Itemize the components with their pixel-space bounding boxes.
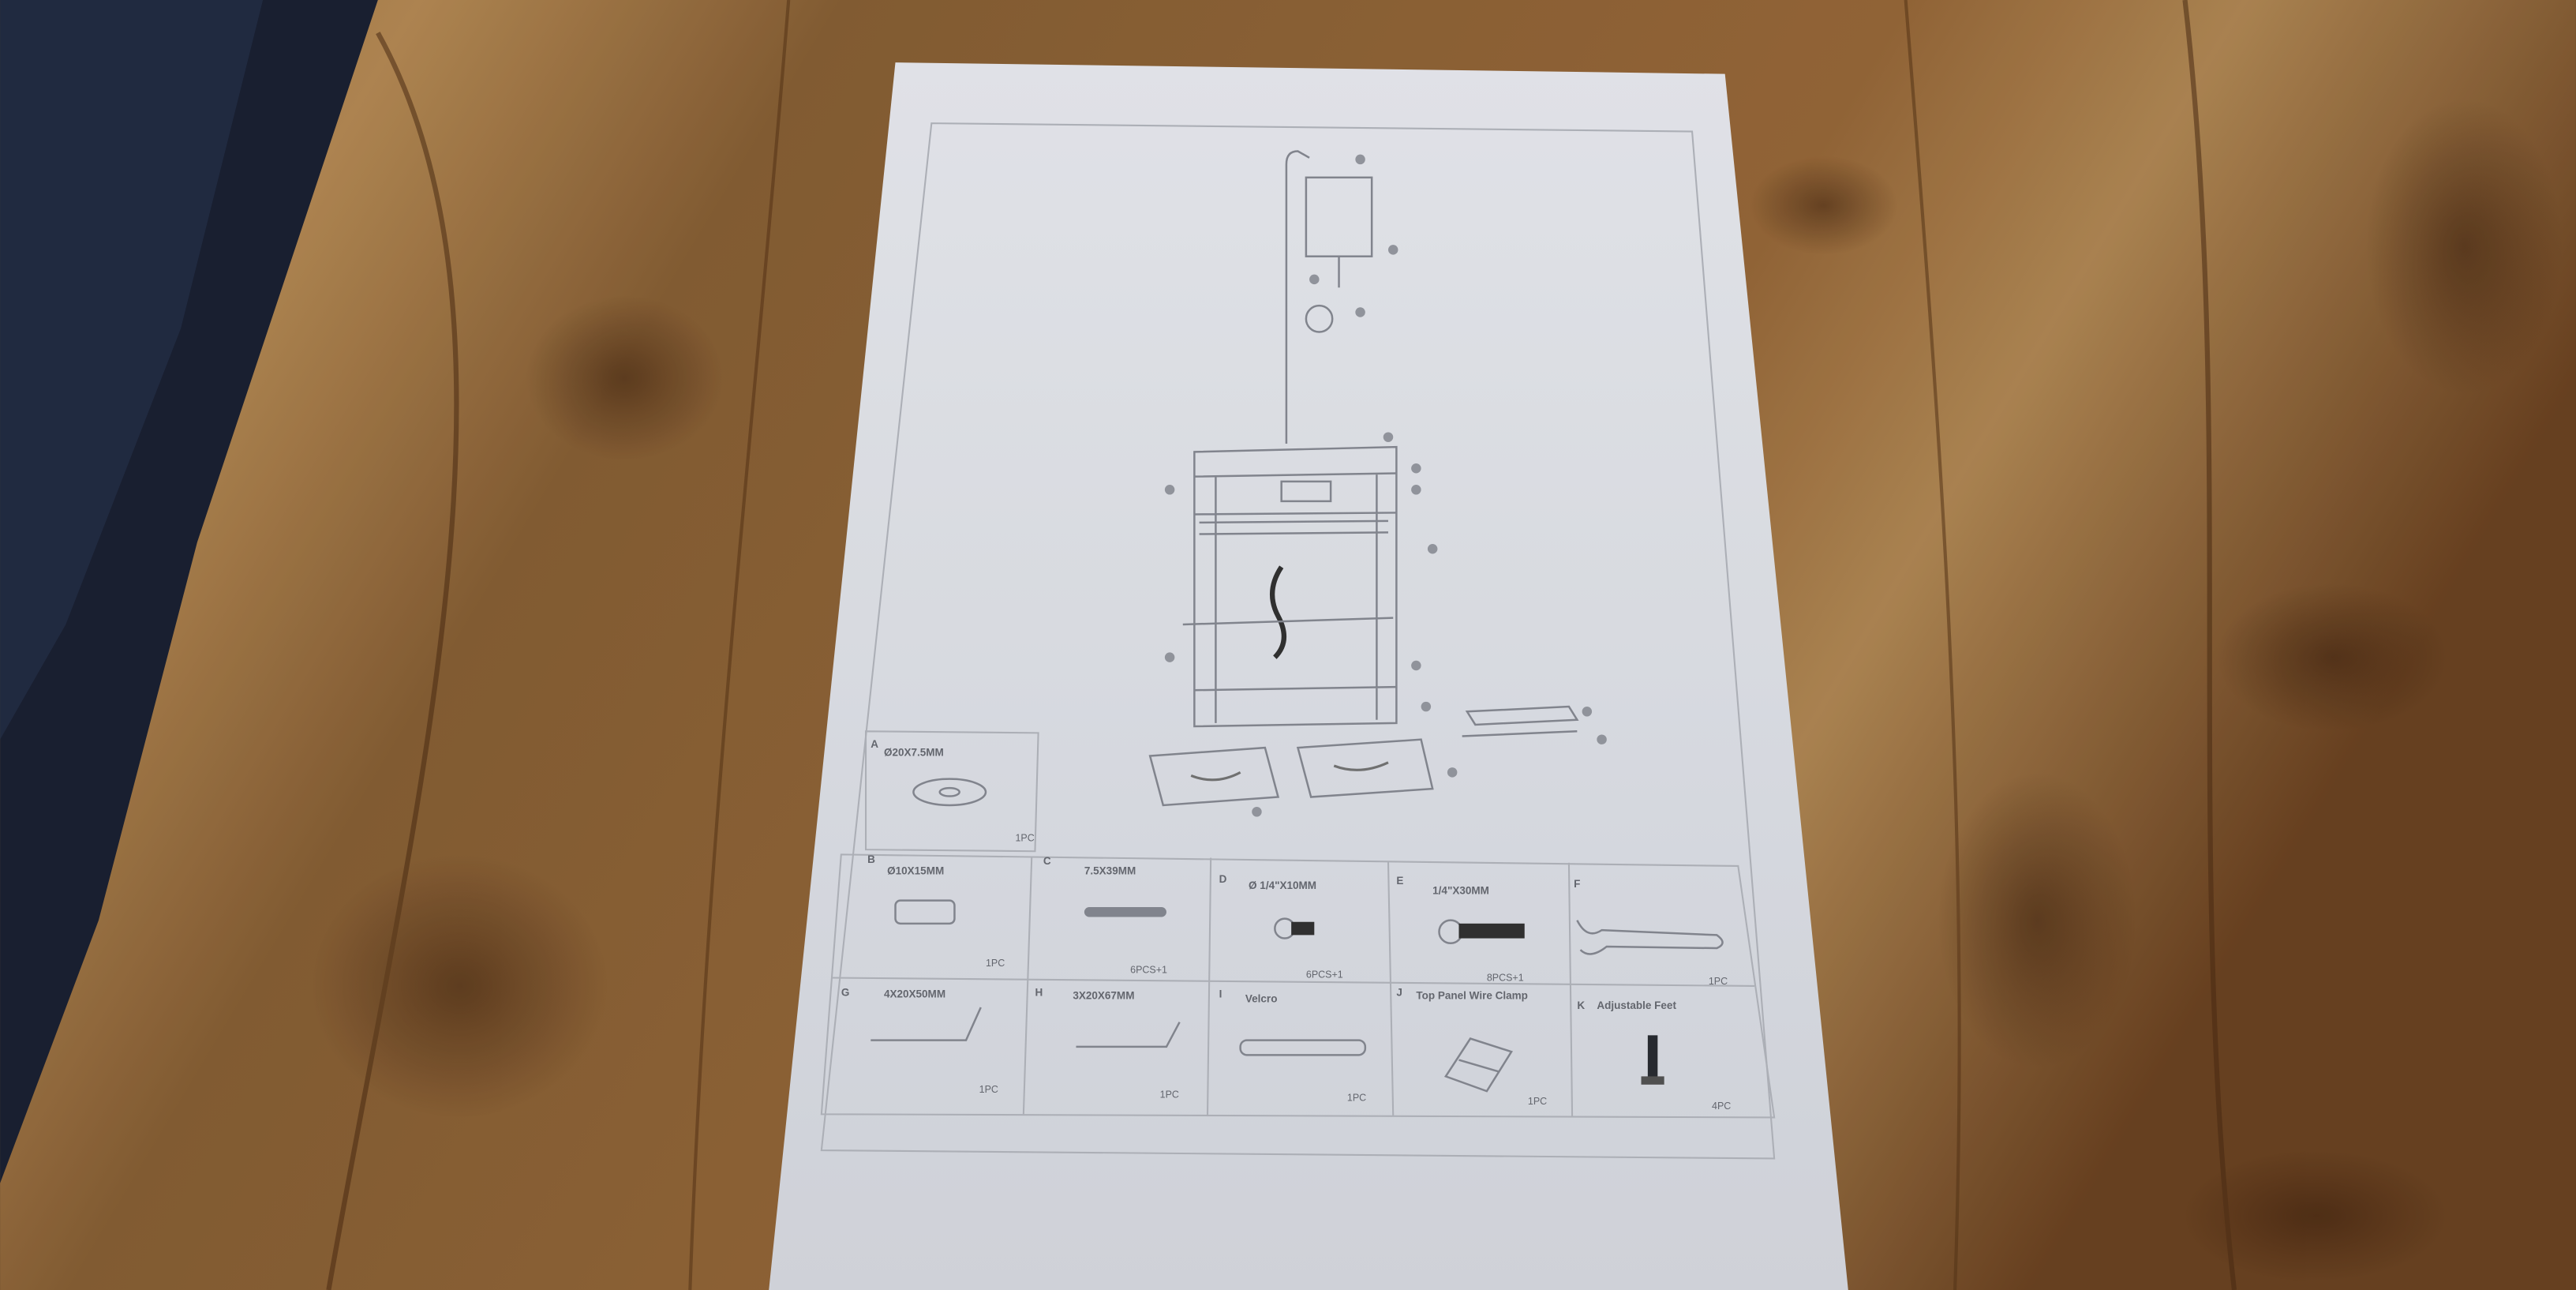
- part-qty: 1PC: [1709, 976, 1728, 987]
- part-spec: Adjustable Feet: [1597, 999, 1676, 1011]
- part-letter: J: [1396, 986, 1402, 998]
- instruction-sheet: A Ø20X7.5MM 1PC B Ø10X15MM 1PC C 7.5X39M…: [769, 62, 1848, 1290]
- part-spec: 7.5X39MM: [1084, 864, 1136, 876]
- part-D: D Ø 1/4"X10MM 6PCS+1: [1219, 873, 1343, 981]
- part-letter: G: [841, 986, 850, 998]
- part-qty: 4PC: [1712, 1101, 1731, 1112]
- allen-key-icon: [871, 1007, 982, 1041]
- part-qty: 1PC: [1160, 1089, 1179, 1100]
- part-G: G 4X20X50MM 1PC: [841, 986, 998, 1095]
- cam-lock-icon: [894, 899, 956, 925]
- part-spec: Velcro: [1245, 993, 1278, 1005]
- part-qty: 1PC: [1347, 1093, 1366, 1104]
- part-letter: I: [1219, 988, 1222, 999]
- exploded-furniture-diagram: [1148, 150, 1607, 817]
- part-spec: 3X20X67MM: [1073, 990, 1134, 1002]
- part-spec: Ø20X7.5MM: [884, 747, 944, 759]
- part-letter: K: [1577, 999, 1585, 1011]
- part-J: J Top Panel Wire Clamp 1PC: [1396, 986, 1547, 1106]
- short-bolt-icon: [1274, 917, 1315, 939]
- part-qty: 6PCS+1: [1130, 964, 1167, 975]
- part-letter: A: [871, 738, 878, 750]
- adjustable-foot-icon: [1641, 1035, 1664, 1085]
- part-qty: 8PCS+1: [1487, 973, 1524, 984]
- part-qty: 1PC: [986, 958, 1005, 969]
- dowel-icon: [1084, 907, 1166, 917]
- part-C: C 7.5X39MM 6PCS+1: [1043, 855, 1167, 975]
- part-qty: 6PCS+1: [1306, 969, 1343, 981]
- part-letter: H: [1035, 986, 1043, 998]
- part-letter: D: [1219, 873, 1227, 885]
- part-letter: F: [1574, 878, 1580, 890]
- part-H: H 3X20X67MM 1PC: [1035, 986, 1181, 1100]
- part-letter: E: [1396, 875, 1403, 887]
- page-border: [820, 122, 1776, 1160]
- part-letter: C: [1043, 855, 1051, 867]
- part-F: F 1PC: [1574, 878, 1728, 987]
- long-bolt-icon: [1438, 919, 1525, 945]
- part-letter: B: [867, 853, 875, 865]
- part-spec: Ø10X15MM: [887, 864, 944, 876]
- part-K: K Adjustable Feet 4PC: [1577, 999, 1731, 1112]
- wrench-icon: [1576, 920, 1724, 955]
- velcro-strap-icon: [1239, 1039, 1367, 1056]
- part-spec: 1/4"X30MM: [1432, 884, 1489, 896]
- part-spec: 4X20X50MM: [884, 988, 945, 999]
- wire-clamp-icon: [1443, 1037, 1513, 1093]
- parts-table-grid: [820, 730, 1776, 1119]
- wood-grain: [312, 0, 2563, 1290]
- part-A: A Ø20X7.5MM 1PC: [871, 738, 1034, 844]
- part-E: E 1/4"X30MM 8PCS+1: [1396, 875, 1525, 984]
- part-qty: 1PC: [979, 1084, 998, 1095]
- part-qty: 1PC: [1015, 833, 1034, 844]
- washer-icon: [912, 778, 987, 807]
- allen-key-icon: [1076, 1022, 1181, 1048]
- part-spec: Ø 1/4"X10MM: [1249, 879, 1316, 891]
- part-spec: Top Panel Wire Clamp: [1416, 990, 1528, 1002]
- part-qty: 1PC: [1528, 1096, 1547, 1107]
- part-B: B Ø10X15MM 1PC: [867, 853, 1005, 969]
- part-I: I Velcro 1PC: [1219, 988, 1367, 1103]
